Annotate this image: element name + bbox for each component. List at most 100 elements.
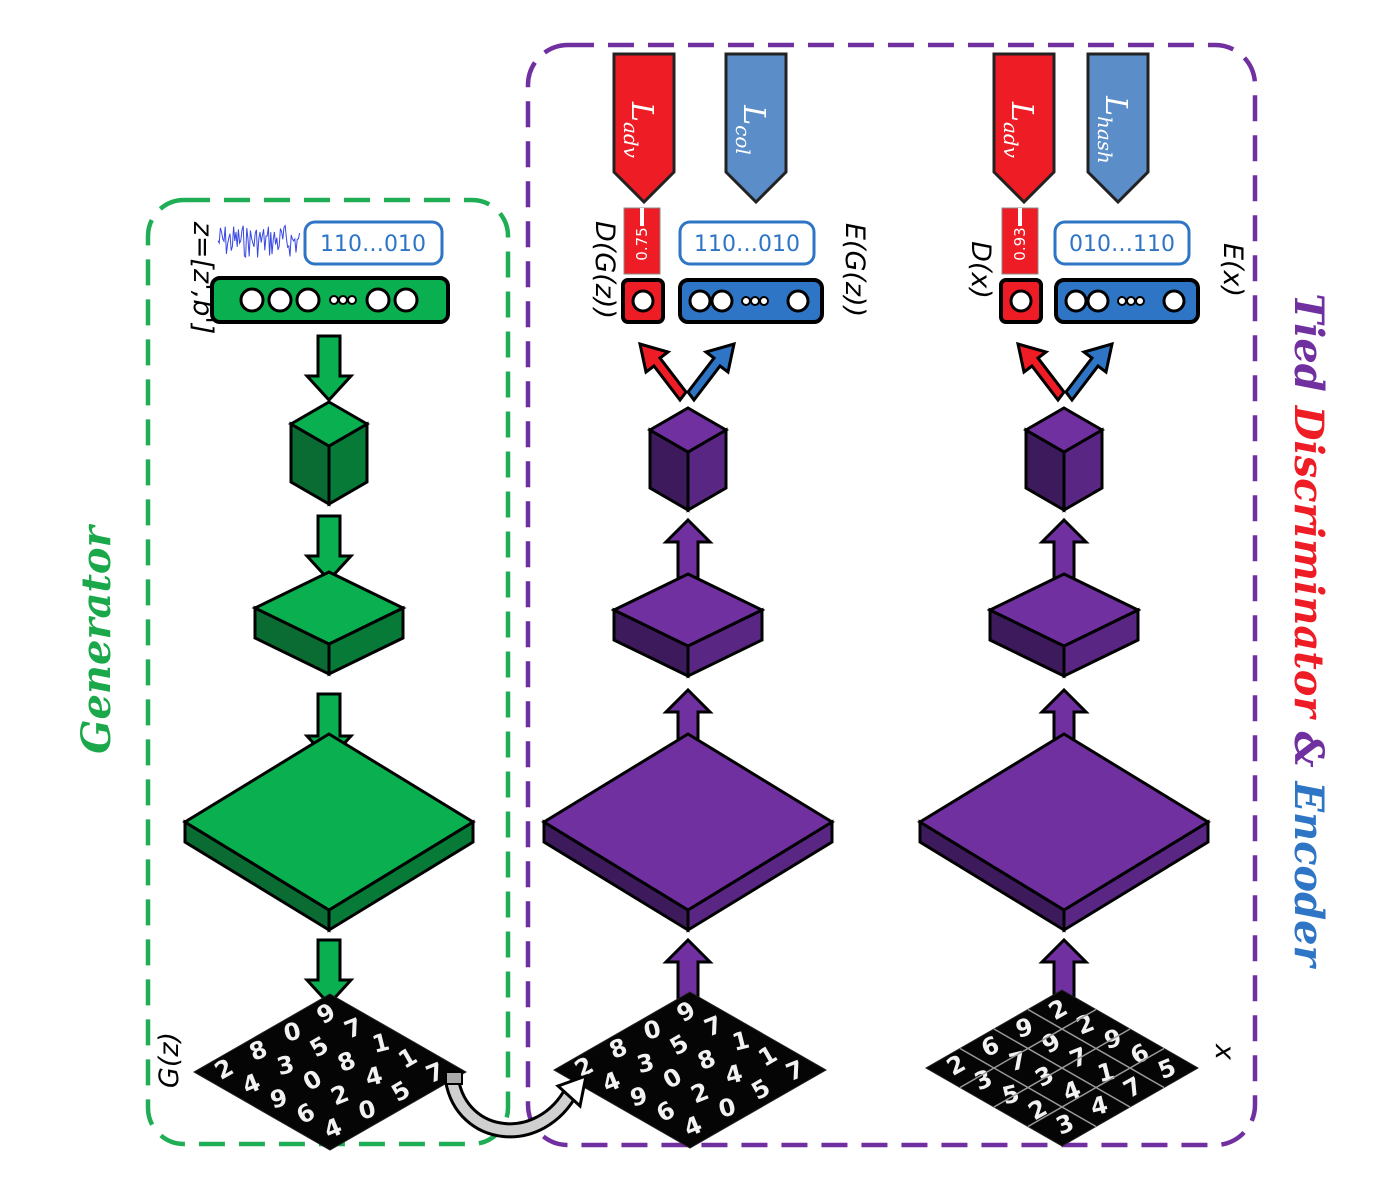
neuron xyxy=(1162,289,1186,313)
loss-hash-sub: hash xyxy=(1093,116,1117,164)
fake-block-1 xyxy=(647,406,729,513)
svg-text:Ladv: Ladv xyxy=(619,101,659,159)
mnist-digit: 1 xyxy=(729,1026,752,1057)
gen-block-1 xyxy=(288,400,370,507)
mnist-digit: 7 xyxy=(1006,1046,1029,1077)
gen-code-box xyxy=(303,220,444,266)
loss-col-sub: col xyxy=(731,125,755,155)
mnist-digit: 5 xyxy=(999,1079,1022,1110)
mnist-digit: 0 xyxy=(641,1015,664,1046)
svg-text:Lcol: Lcol xyxy=(731,104,771,155)
loss-adv-fake-main: L xyxy=(624,101,659,122)
neuron xyxy=(688,289,712,313)
loss-hash-chevron: Lhash xyxy=(1086,52,1150,205)
noise-signal xyxy=(217,224,301,259)
mnist-digit: 3 xyxy=(274,1050,297,1081)
real-arrow-2 xyxy=(1038,517,1090,582)
fake-score-bar: 0.75 xyxy=(623,207,661,275)
neuron-ellipsis xyxy=(1135,296,1145,306)
title-tied: Tied xyxy=(1285,293,1332,391)
mnist-digit: 0 xyxy=(716,1092,739,1123)
real-e-label: E(x) xyxy=(1217,243,1248,297)
generator-title: Generator xyxy=(73,523,120,753)
fake-e-output xyxy=(678,278,824,324)
gen-arrow-4 xyxy=(303,938,355,1007)
neuron xyxy=(393,287,419,313)
loss-adv-real-main: L xyxy=(1004,101,1039,122)
fake-block-2 xyxy=(610,572,766,679)
fake-e-label: E(G(z)) xyxy=(839,223,870,317)
neuron-ellipsis xyxy=(750,296,760,306)
fake-score-text: 0.75 xyxy=(633,227,651,260)
fake-d-label: D(G(z)) xyxy=(589,221,620,319)
transfer-curved-arrow xyxy=(444,1071,588,1139)
neuron-ellipsis xyxy=(329,295,339,305)
real-d-output xyxy=(999,278,1043,324)
real-d-label: D(x) xyxy=(965,241,996,299)
title-discriminator: Discriminator xyxy=(1285,405,1332,721)
title-amp: & xyxy=(1285,731,1332,767)
neuron-ellipsis xyxy=(1126,296,1136,306)
gen-block-2 xyxy=(251,570,407,677)
gen-block-3 xyxy=(182,732,476,933)
real-block-2 xyxy=(986,572,1142,679)
neuron xyxy=(295,287,321,313)
loss-col-chevron: Lcol xyxy=(724,52,788,205)
loss-hash-main: L xyxy=(1098,95,1133,116)
mnist-digit: 1 xyxy=(1094,1057,1117,1088)
fake-arrow-2 xyxy=(662,517,714,582)
gen-code-text: 110…010 xyxy=(320,232,426,257)
real-block-1 xyxy=(1023,406,1105,513)
svg-text:Ladv: Ladv xyxy=(999,101,1039,159)
neuron-ellipsis xyxy=(347,295,357,305)
mnist-digit: 4 xyxy=(362,1061,385,1092)
neuron xyxy=(267,287,293,313)
mnist-digit: 4 xyxy=(1088,1090,1111,1121)
fake-d-output xyxy=(621,278,665,324)
gen-output-label: G(z) xyxy=(154,1032,185,1088)
loss-adv-real-sub: adv xyxy=(999,122,1023,159)
neuron xyxy=(239,287,265,313)
mnist-digit: 0 xyxy=(356,1094,379,1125)
neuron xyxy=(710,289,734,313)
mnist-digit: 9 xyxy=(627,1081,650,1112)
mnist-digit: 0 xyxy=(281,1017,304,1048)
gen-arrow-2 xyxy=(303,514,355,583)
fake-code-box xyxy=(678,220,816,266)
real-code-box xyxy=(1053,220,1191,266)
fake-split-arrows xyxy=(638,341,736,403)
fake-block-3 xyxy=(541,732,835,933)
real-mnist-tile: 26923792537924163475 xyxy=(924,989,1200,1147)
real-code-text: 010…110 xyxy=(1069,232,1175,257)
gen-arrow-1 xyxy=(303,334,355,403)
real-score-text: 0.93 xyxy=(1011,227,1029,260)
real-block-3 xyxy=(917,732,1211,933)
neuron xyxy=(786,289,810,313)
real-e-output xyxy=(1054,278,1200,324)
loss-adv-fake-chevron: Ladv xyxy=(612,52,676,205)
mnist-digit: 9 xyxy=(1013,1013,1036,1044)
discriminator-dashed-box xyxy=(525,42,1258,1148)
mnist-digit: 4 xyxy=(722,1059,745,1090)
real-score-bar: 0.93 xyxy=(1001,207,1039,275)
title-encoder: Encoder xyxy=(1285,781,1332,970)
tied-disc-enc-title: Tied Discriminator & Encoder xyxy=(1285,293,1332,969)
real-input-label: x xyxy=(1209,1043,1240,1061)
neuron xyxy=(1086,289,1110,313)
svg-text:Lhash: Lhash xyxy=(1093,95,1133,164)
neuron xyxy=(1064,289,1088,313)
neuron-ellipsis xyxy=(1117,296,1127,306)
loss-adv-real-chevron: Ladv xyxy=(992,52,1056,205)
loss-col-main: L xyxy=(736,104,771,125)
neuron-ellipsis xyxy=(338,295,348,305)
neuron-ellipsis xyxy=(741,296,751,306)
gen-input-layer xyxy=(210,276,450,324)
real-split-arrows xyxy=(1016,341,1114,403)
mnist-digit: 1 xyxy=(369,1028,392,1059)
neuron xyxy=(365,287,391,313)
mnist-digit: 9 xyxy=(267,1083,290,1114)
mnist-digit: 3 xyxy=(634,1048,657,1079)
